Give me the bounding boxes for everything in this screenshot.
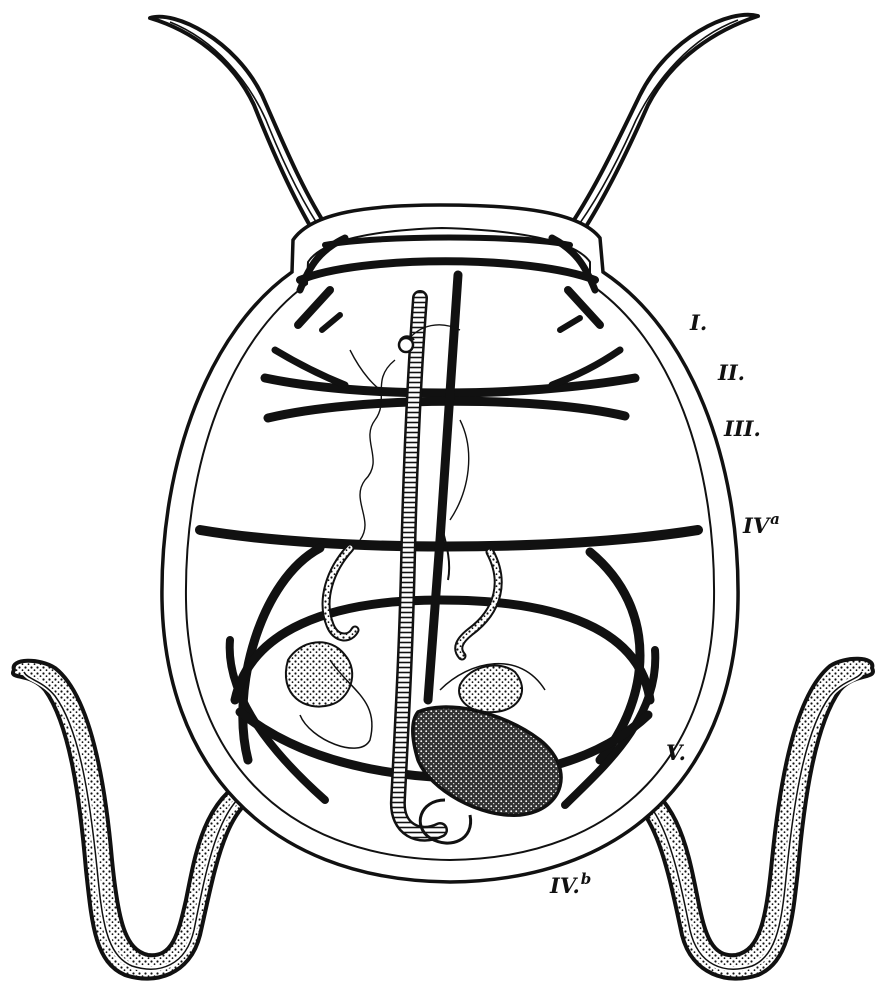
label-II: II. (718, 362, 745, 383)
anterior-horn-right (566, 15, 758, 236)
label-IVa: IVa (743, 512, 780, 536)
label-I: I. (690, 312, 707, 333)
mastax (399, 336, 414, 352)
label-III: III. (724, 418, 761, 439)
anterior-horn-left (150, 17, 330, 236)
label-IVb: IV.b (550, 872, 591, 896)
label-V: V. (666, 742, 686, 763)
